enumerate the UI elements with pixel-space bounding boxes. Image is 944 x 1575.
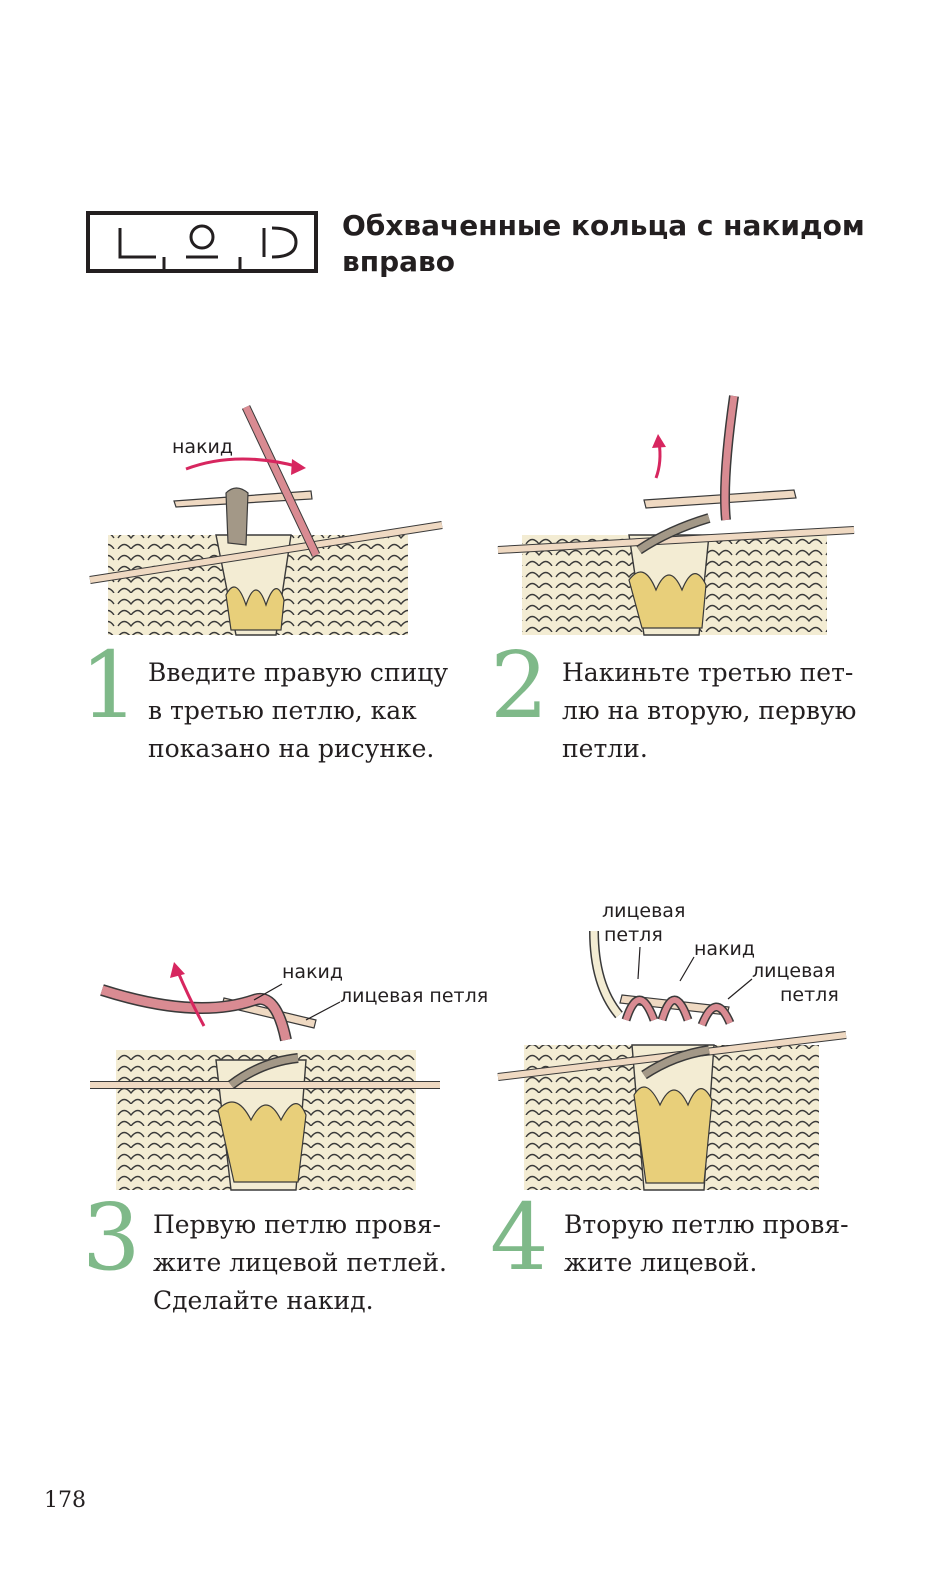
step-number-4: 4 xyxy=(490,1184,549,1291)
step-number-3: 3 xyxy=(82,1184,141,1291)
label-licevaya-left-4: лицевая xyxy=(602,900,685,922)
label-petlya-left-4: петля xyxy=(604,924,663,946)
step-number-1: 1 xyxy=(80,632,139,739)
label-petlya-right-4: петля xyxy=(780,984,839,1006)
step-text-1: Введите правую спицу в третью петлю, как… xyxy=(148,658,449,763)
knitting-illustration-step-3: накид лицевая петля xyxy=(90,961,488,1191)
step-text-2: Накиньте третью пет- лю на вторую, перву… xyxy=(562,658,857,763)
knitting-illustration-step-1: накид xyxy=(89,405,443,636)
step-text-3: Первую петлю провя- жите лицевой петлей.… xyxy=(153,1210,447,1315)
label-licevaya-right-4: лицевая xyxy=(752,960,835,982)
step-text-4: Вторую петлю провя- жите лицевой. xyxy=(564,1210,849,1277)
page-number: 178 xyxy=(44,1488,86,1513)
page-title: Обхваченные кольца с накидом вправо xyxy=(342,209,865,278)
knitting-illustration-step-4: лицевая петля накид лицевая петля xyxy=(497,900,847,1191)
knitting-chart-symbol-icon xyxy=(86,211,318,273)
label-nakid-1: накид xyxy=(172,436,233,458)
label-nakid-3: накид xyxy=(282,961,343,983)
step-number-2: 2 xyxy=(490,632,549,739)
knitting-illustration-step-2 xyxy=(497,395,855,636)
label-licevaya-petlya-3: лицевая петля xyxy=(340,985,488,1007)
label-nakid-4: накид xyxy=(694,938,755,960)
